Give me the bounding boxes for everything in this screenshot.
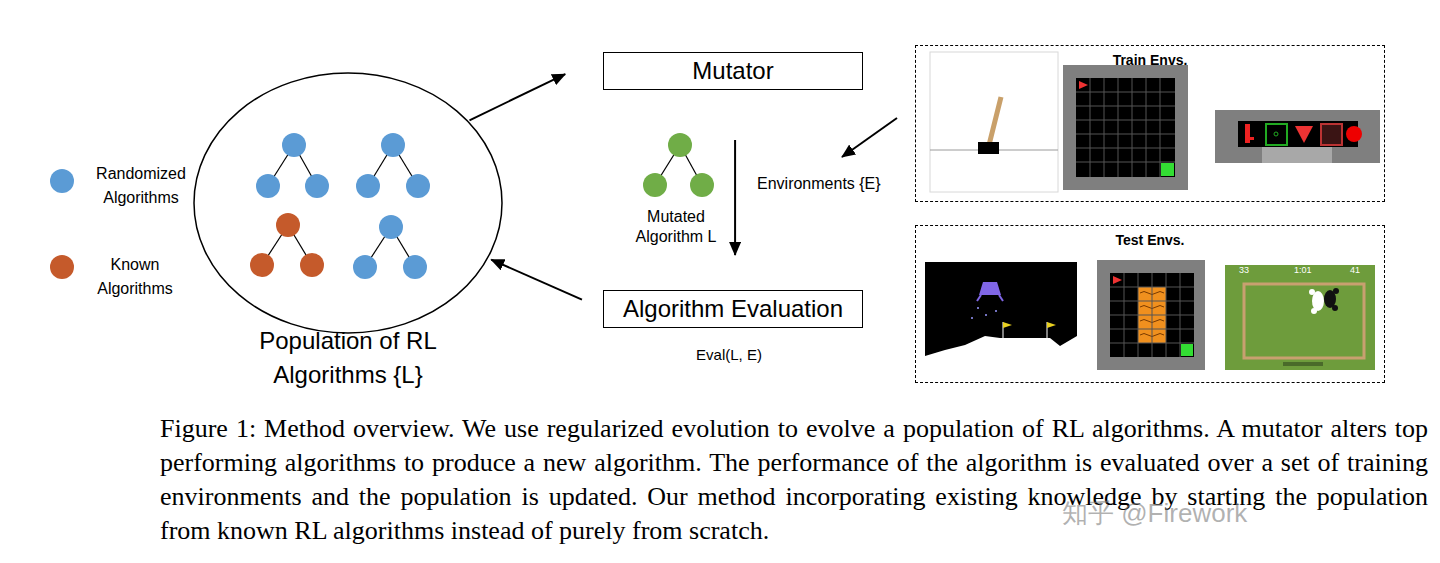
- environment-arrow: [842, 118, 897, 157]
- score-number: 41: [1350, 265, 1360, 275]
- particle: [995, 310, 997, 312]
- gridworld-floor: [1076, 78, 1175, 177]
- cartpole-pole: [989, 97, 1001, 145]
- key-icon: [1250, 137, 1254, 140]
- agent-triangle: [1113, 276, 1122, 284]
- legend-swatch: [50, 169, 74, 193]
- environments-label: Environments {E}: [757, 174, 881, 194]
- keydoor-corridor: [1238, 121, 1358, 147]
- evaluation-label: Algorithm Evaluation: [623, 292, 843, 326]
- flag: [1047, 322, 1056, 328]
- tree-node: [300, 253, 324, 277]
- tree-node: [256, 174, 280, 198]
- evaluation-box: Algorithm Evaluation: [603, 290, 863, 328]
- tree-node: [276, 213, 300, 237]
- tree-node: [250, 253, 274, 277]
- mutated-tree-node: [643, 173, 667, 197]
- ellipse-outline: [194, 73, 502, 333]
- mutator-label: Mutator: [692, 54, 773, 88]
- boxing-ring: [1244, 284, 1364, 358]
- flow-arrow: [491, 260, 582, 300]
- boxer-white: [1309, 289, 1315, 295]
- flow-arrow: [469, 74, 565, 120]
- score-number: 33: [1239, 265, 1249, 275]
- tree-node: [305, 174, 329, 198]
- tree-node: [406, 174, 430, 198]
- mutated-tree-node: [690, 173, 714, 197]
- env-group-title: Test Envs.: [916, 232, 1384, 248]
- clock-number: 1:01: [1294, 265, 1312, 275]
- tree-node: [356, 174, 380, 198]
- lunar-frame: [925, 262, 1077, 370]
- agent-triangle: [1295, 126, 1313, 143]
- key-icon: [1245, 124, 1250, 143]
- tree-node: [282, 133, 306, 157]
- agent-triangle: [1079, 81, 1088, 89]
- cartpole-cart: [978, 142, 999, 154]
- keydoor-frame: [1215, 110, 1380, 163]
- lander-body: [979, 282, 1001, 295]
- lander-leg: [999, 295, 1003, 301]
- keydoor-floor: [1262, 147, 1332, 163]
- boxer-black: [1332, 305, 1338, 311]
- door-icon: [1321, 124, 1342, 145]
- env-group-title: Train Envs.: [916, 52, 1384, 68]
- lava-floor: [1110, 273, 1194, 357]
- mutator-box: Mutator: [603, 52, 863, 90]
- lava-grid-lines: [1110, 273, 1194, 357]
- test-envs-box: Test Envs.: [915, 225, 1385, 383]
- tree-node: [403, 255, 427, 279]
- legend-text: Randomized Algorithms: [86, 162, 196, 210]
- boxer-black: [1333, 288, 1339, 294]
- boxing-frame: [1225, 265, 1375, 370]
- legend-swatch: [50, 255, 74, 279]
- train-envs-box: Train Envs.: [915, 45, 1385, 202]
- boxing-logo: [1283, 362, 1323, 366]
- population-ellipse: Population of RL Algorithms {L}: [193, 72, 503, 372]
- legend-text: Known Algorithms: [80, 253, 190, 301]
- cartpole-frame: [930, 52, 1058, 192]
- mutated-label: Mutated Algorithm L: [626, 207, 726, 247]
- flow-arrow: [734, 140, 736, 255]
- gridworld-lines: [1076, 78, 1175, 177]
- particle: [971, 317, 973, 319]
- eval-label: Eval(L, E): [689, 345, 769, 365]
- ball-icon: [1346, 126, 1362, 142]
- boxer-white: [1311, 308, 1317, 314]
- lunar-terrain: [925, 336, 1077, 370]
- tree-node: [381, 133, 405, 157]
- tree-node: [379, 215, 403, 239]
- population-title: Population of RL Algorithms {L}: [233, 324, 463, 392]
- goal-square: [1181, 344, 1193, 356]
- particle: [985, 314, 987, 316]
- door-icon: [1266, 124, 1287, 145]
- particle: [977, 307, 979, 309]
- gridworld-frame: [1063, 65, 1188, 190]
- watermark: 知乎 @Firework: [1062, 498, 1247, 528]
- lava-frame: [1097, 260, 1205, 370]
- tree-node: [353, 255, 377, 279]
- goal-square: [1161, 163, 1174, 176]
- flag: [1003, 322, 1012, 328]
- lander-leg: [977, 295, 981, 301]
- door-icon: [1274, 132, 1278, 136]
- mutated-tree-node: [668, 133, 692, 157]
